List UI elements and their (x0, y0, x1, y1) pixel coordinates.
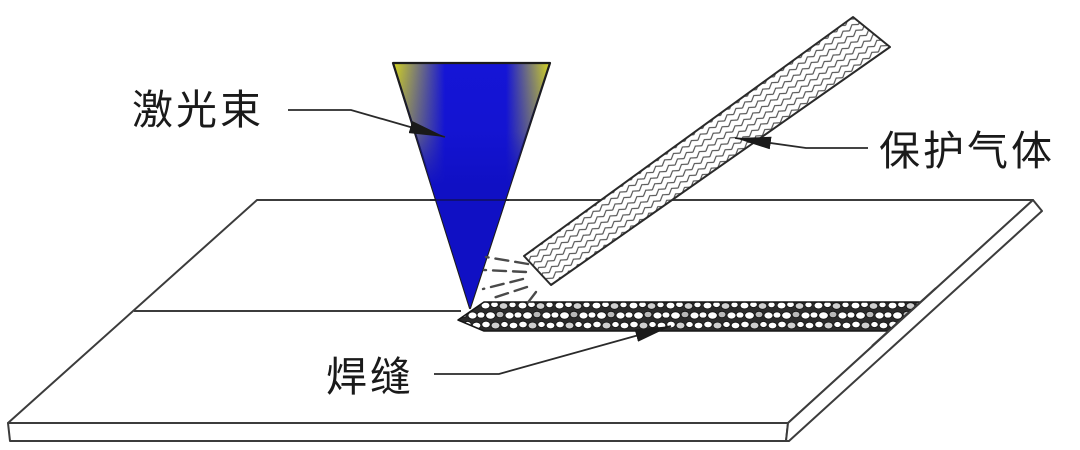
plate-right-face (785, 199, 1043, 442)
weld-seam-band (457, 301, 921, 332)
shielding-gas-label: 保护气体 (879, 127, 1055, 175)
gas-spray-lines (481, 255, 538, 307)
plate-front-face (7, 422, 789, 442)
leader-lines (288, 109, 868, 375)
shielding-gas-nozzle (523, 16, 891, 286)
weld-seam-label: 焊缝 (326, 353, 414, 401)
weld-seam-leader-arrow (434, 325, 672, 375)
laser-beam-label: 激光束 (132, 86, 264, 134)
laser-beam-leader-arrow (288, 109, 446, 138)
shielding-gas-leader-arrow (734, 136, 868, 150)
plate-edge-over-seam (871, 287, 937, 347)
